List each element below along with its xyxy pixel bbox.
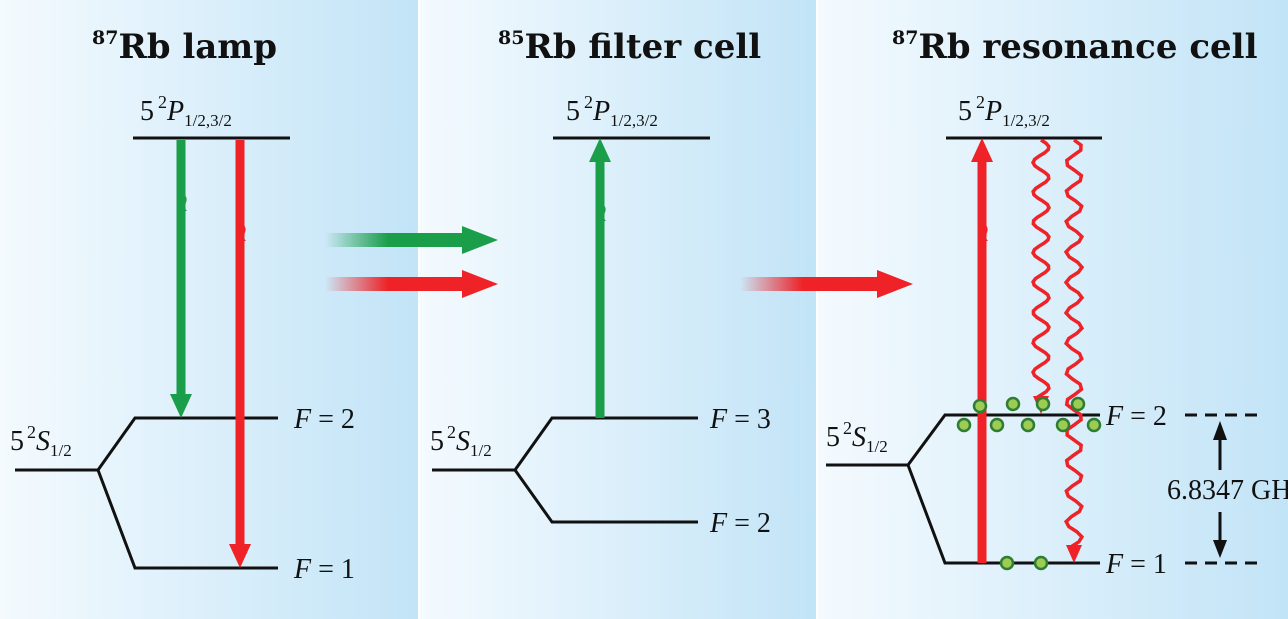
atom-dot-icon xyxy=(999,555,1015,571)
hyperfine-split-marker xyxy=(1213,421,1227,558)
lamp-red-emission-arrow xyxy=(229,140,251,568)
panel-lamp-bg xyxy=(0,0,418,619)
resonance-ground-lower xyxy=(906,464,1100,565)
atom-dot-icon xyxy=(1055,417,1071,433)
atom-dot-icon xyxy=(1070,396,1086,412)
lamp-green-emission-arrow xyxy=(170,140,192,418)
filter-green-absorption-arrow xyxy=(589,138,611,418)
beam-red-filter-to-resonance xyxy=(740,270,913,298)
break-mark-icon: ≈ xyxy=(586,202,616,224)
panel-resonance-bg xyxy=(818,0,1288,619)
hyperfine-split-label: 6.8347 GHz xyxy=(1167,475,1288,506)
lamp-ground-lower xyxy=(96,469,278,570)
beam-red-lamp-to-filter xyxy=(325,270,498,298)
filter-ground-split xyxy=(432,416,698,472)
panel-title-lamp: 87Rb lamp xyxy=(92,27,277,67)
atom-dot-icon xyxy=(1005,396,1021,412)
atom-dot-icon xyxy=(972,398,988,414)
panel-title-resonance: 87Rb resonance cell xyxy=(892,27,1258,67)
atom-dot-icon xyxy=(1086,417,1102,433)
resonance-energy-levels xyxy=(826,136,1102,565)
filter-energy-levels xyxy=(432,136,710,524)
resonance-upper-f-label: F = 2 xyxy=(1105,401,1167,432)
lamp-lower-f-label: F = 1 xyxy=(293,554,355,585)
atom-dot-icon xyxy=(956,417,972,433)
break-mark-icon: ≈ xyxy=(968,222,998,244)
panel-title-filter: 85Rb filter cell xyxy=(498,27,761,67)
break-mark-icon: ≈ xyxy=(226,222,256,244)
atom-dot-icon xyxy=(989,417,1005,433)
wavy-emission-arrow-icon xyxy=(1063,138,1085,563)
beam-green-lamp-to-filter xyxy=(325,226,498,254)
panel-filter-bg xyxy=(420,0,816,619)
resonance-ground-split xyxy=(826,413,1100,467)
atom-dot-icon xyxy=(1033,555,1049,571)
filter-lower-f-label: F = 2 xyxy=(709,508,771,539)
resonance-lower-f-label: F = 1 xyxy=(1105,549,1167,580)
atom-dot-icon xyxy=(1035,396,1051,412)
lamp-upper-f-label: F = 2 xyxy=(293,404,355,435)
lamp-ground-split xyxy=(15,416,278,472)
lamp-energy-levels xyxy=(15,136,290,570)
filter-ground-lower xyxy=(513,469,698,524)
break-mark-icon: ≈ xyxy=(167,192,197,214)
atom-dot-icon xyxy=(1020,417,1036,433)
resonance-red-absorption-arrow xyxy=(971,138,993,563)
filter-upper-f-label: F = 3 xyxy=(709,404,771,435)
atom-population xyxy=(956,396,1102,571)
